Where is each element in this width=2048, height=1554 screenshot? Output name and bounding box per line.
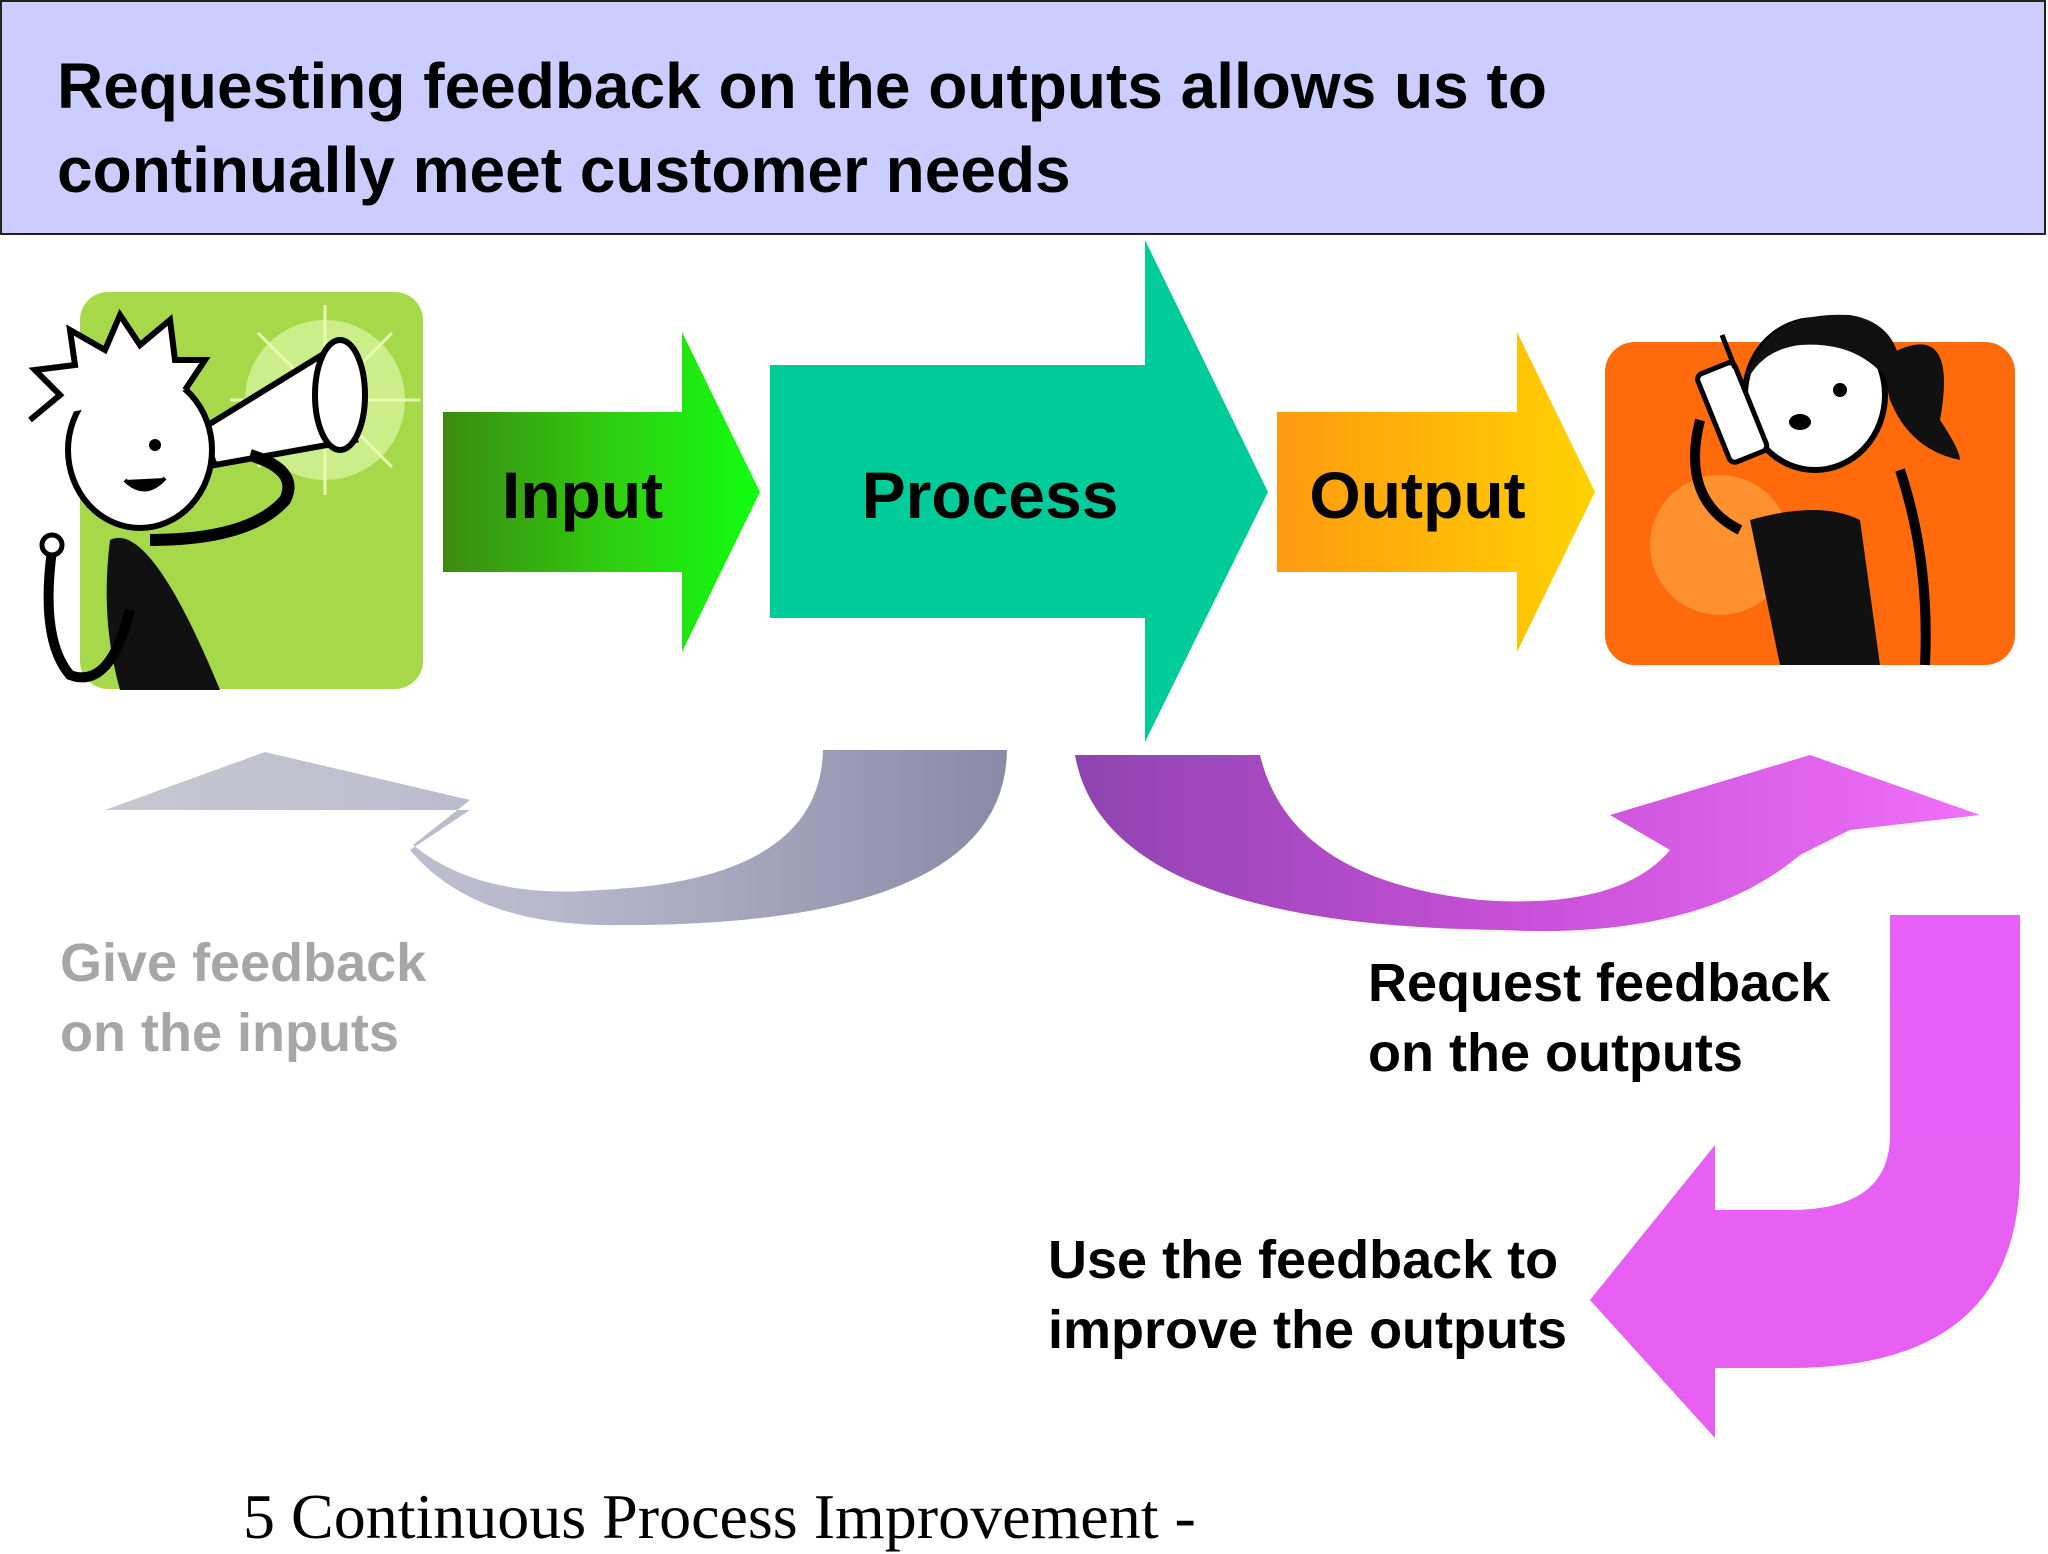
input-label: Input	[501, 458, 664, 532]
request-feedback-text: Request feedback on the outputs	[1368, 948, 1830, 1088]
title-line-2: continually meet customer needs	[57, 134, 1071, 206]
input-arrow	[443, 332, 760, 652]
use-feedback-text: Use the feedback to improve the outputs	[1048, 1225, 1567, 1365]
title-line-1: Requesting feedback on the outputs allow…	[57, 50, 1547, 122]
use-feedback-line-2: improve the outputs	[1048, 1300, 1568, 1360]
output-arrow	[1277, 332, 1595, 652]
use-feedback-arrow	[1590, 915, 2020, 1438]
request-feedback-line-1: Request feedback	[1368, 953, 1831, 1013]
process-label: Process	[861, 458, 1119, 532]
output-label: Output	[1309, 458, 1526, 532]
give-feedback-arrow	[105, 750, 1007, 926]
request-feedback-arrow	[1075, 755, 1980, 932]
page-title: Requesting feedback on the outputs allow…	[57, 44, 1957, 212]
woman-phone-icon	[1605, 314, 2015, 666]
use-feedback-line-1: Use the feedback to	[1048, 1230, 1559, 1290]
request-feedback-line-2: on the outputs	[1368, 1023, 1743, 1083]
give-feedback-text: Give feedback on the inputs	[60, 928, 426, 1068]
title-banner: Requesting feedback on the outputs allow…	[0, 0, 2046, 235]
footer-caption: 5 Continuous Process Improvement -	[243, 1481, 1196, 1552]
give-feedback-line-1: Give feedback	[60, 933, 427, 993]
process-arrow	[770, 240, 1268, 742]
man-megaphone-icon	[28, 292, 423, 690]
give-feedback-line-2: on the inputs	[60, 1003, 399, 1063]
